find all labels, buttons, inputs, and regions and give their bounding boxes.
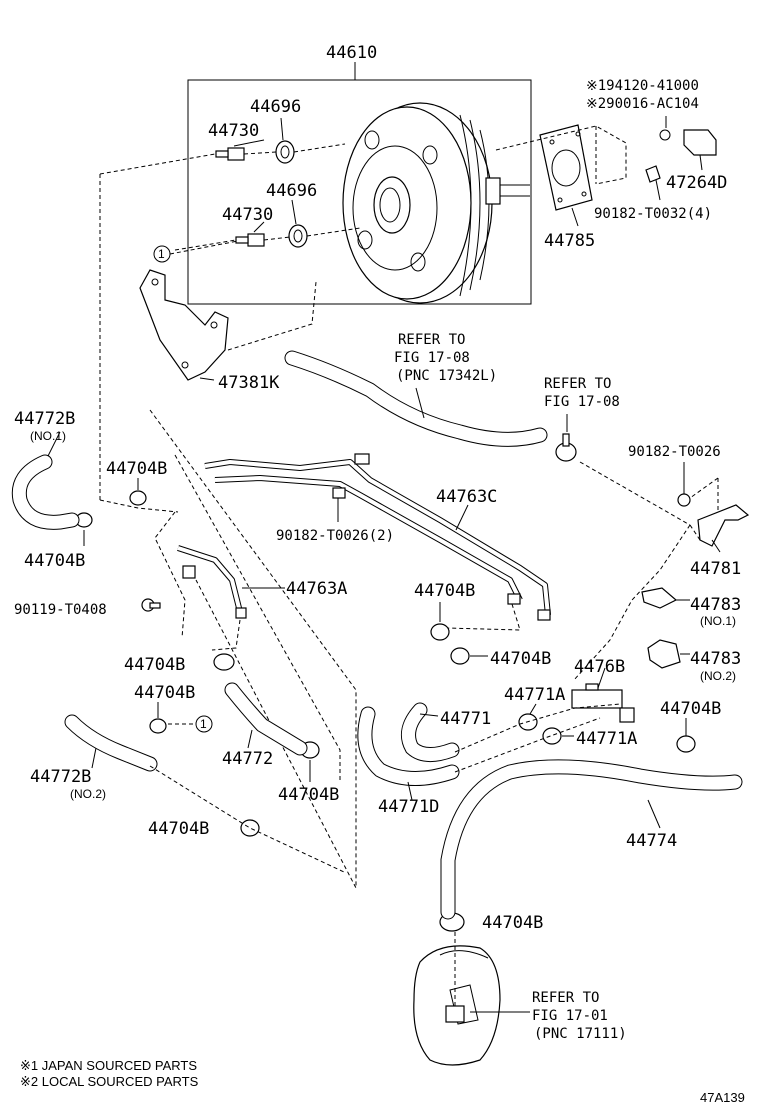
clamp-44704b-f-drawing (149, 718, 167, 734)
nut-t0026-icon (677, 493, 691, 507)
label-44696-upper: 44696 (250, 97, 301, 117)
label-no1: (NO.1) (30, 429, 66, 443)
pin-44730-lower-drawing (235, 233, 265, 247)
label-44704b-c: 44704B (414, 581, 475, 601)
label-44696-lower: 44696 (266, 181, 317, 201)
clamp-44704b-e-drawing (213, 653, 235, 671)
clamp-44704b-c-drawing (430, 623, 450, 641)
callout-1-upper-text: 1 (158, 247, 165, 261)
refer3-line3: (PNC 17111) (534, 1026, 627, 1042)
label-note2-part: ※290016-AC104 (586, 96, 699, 112)
footnote-local-sourced: ※2 LOCAL SOURCED PARTS (20, 1074, 199, 1089)
bolt-t0408-drawing (141, 598, 161, 612)
refer3-line2: FIG 17-01 (532, 1008, 608, 1024)
label-44704b-j: 44704B (482, 913, 543, 933)
bracket-44781-drawing (697, 504, 750, 547)
pipe-44763a-drawing (177, 545, 247, 619)
clamp-refer-17-08-drawing (555, 433, 577, 462)
bracket-47381k-drawing (139, 269, 229, 381)
pin-44730-upper-drawing (215, 147, 245, 161)
label-44771a-top: 44771A (504, 685, 565, 705)
label-44730-lower: 44730 (222, 205, 273, 225)
refer2-line1: REFER TO (544, 376, 611, 392)
refer1-line2: FIG 17-08 (394, 350, 470, 366)
gasket-plate-drawing (539, 124, 593, 211)
label-44730-upper: 44730 (208, 121, 259, 141)
clamp-44704b-g-drawing (676, 735, 696, 753)
label-44704b-h: 44704B (278, 785, 339, 805)
clamp-44704b-i-drawing (240, 819, 260, 837)
refer1-line3: (PNC 17342L) (396, 368, 497, 384)
clamp-44704b-a-drawing (129, 490, 147, 506)
label-44704b-d: 44704B (490, 649, 551, 669)
refer3-line1: REFER TO (532, 990, 599, 1006)
figure-id: 47A139 (700, 1090, 745, 1105)
label-44772: 44772 (222, 749, 273, 769)
label-44783-b: 44783 (690, 649, 741, 669)
label-t0408: 90119-T0408 (14, 602, 107, 618)
footnote-japan-sourced: ※1 JAPAN SOURCED PARTS (20, 1058, 197, 1073)
label-44763c: 44763C (436, 487, 497, 507)
bracket-47264d-icon (683, 129, 717, 156)
label-44704b-b: 44704B (24, 551, 85, 571)
label-44781: 44781 (690, 559, 741, 579)
seal-44696-upper-drawing (275, 140, 295, 164)
callout-1-lower-text: 1 (200, 717, 207, 731)
callout-1-lower (195, 715, 213, 733)
clip-44783-no1-drawing (641, 587, 678, 609)
label-44704b-a: 44704B (106, 459, 167, 479)
label-no2-b: (NO.2) (700, 669, 736, 683)
reservoir-refer-17-01-drawing (413, 932, 501, 1066)
clip-44783-no2-drawing (647, 639, 681, 669)
label-t0032: 90182-T0032(4) (594, 206, 712, 222)
label-44774: 44774 (626, 831, 677, 851)
refer2-line2: FIG 17-08 (544, 394, 620, 410)
label-44785: 44785 (544, 231, 595, 251)
label-44704b-e: 44704B (124, 655, 185, 675)
label-t0026-2: 90182-T0026(2) (276, 528, 394, 544)
booster-group-frame (187, 79, 532, 305)
pipe-44763c-drawing (204, 453, 551, 621)
union-4476b-drawing (571, 683, 635, 723)
label-44610: 44610 (326, 43, 377, 63)
label-44763a: 44763A (286, 579, 347, 599)
refer1-line1: REFER TO (398, 332, 465, 348)
label-47264d: 47264D (666, 173, 727, 193)
label-no2: (NO.2) (70, 787, 106, 801)
seal-44696-lower-drawing (288, 224, 308, 248)
brake-booster-drawing (342, 102, 530, 304)
label-47381k: 47381K (218, 373, 280, 393)
label-no1-b: (NO.1) (700, 614, 736, 628)
nut-94120-icon (659, 129, 671, 141)
clamp-44704b-d-drawing (450, 647, 470, 665)
label-44772b-no2: 44772B (30, 767, 91, 787)
label-note1-part: ※194120-41000 (586, 78, 699, 94)
label-44704b-i: 44704B (148, 819, 209, 839)
label-44704b-g: 44704B (660, 699, 721, 719)
nut-t0032-icon (645, 165, 661, 183)
label-t0026: 90182-T0026 (628, 444, 721, 460)
label-44783-a: 44783 (690, 595, 741, 615)
label-44772b-no1: 44772B (14, 409, 75, 429)
label-44704b-f: 44704B (134, 683, 195, 703)
label-44771: 44771 (440, 709, 491, 729)
label-4476b: 4476B (574, 657, 625, 677)
label-44771d: 44771D (378, 797, 439, 817)
label-44771a: 44771A (576, 729, 637, 749)
